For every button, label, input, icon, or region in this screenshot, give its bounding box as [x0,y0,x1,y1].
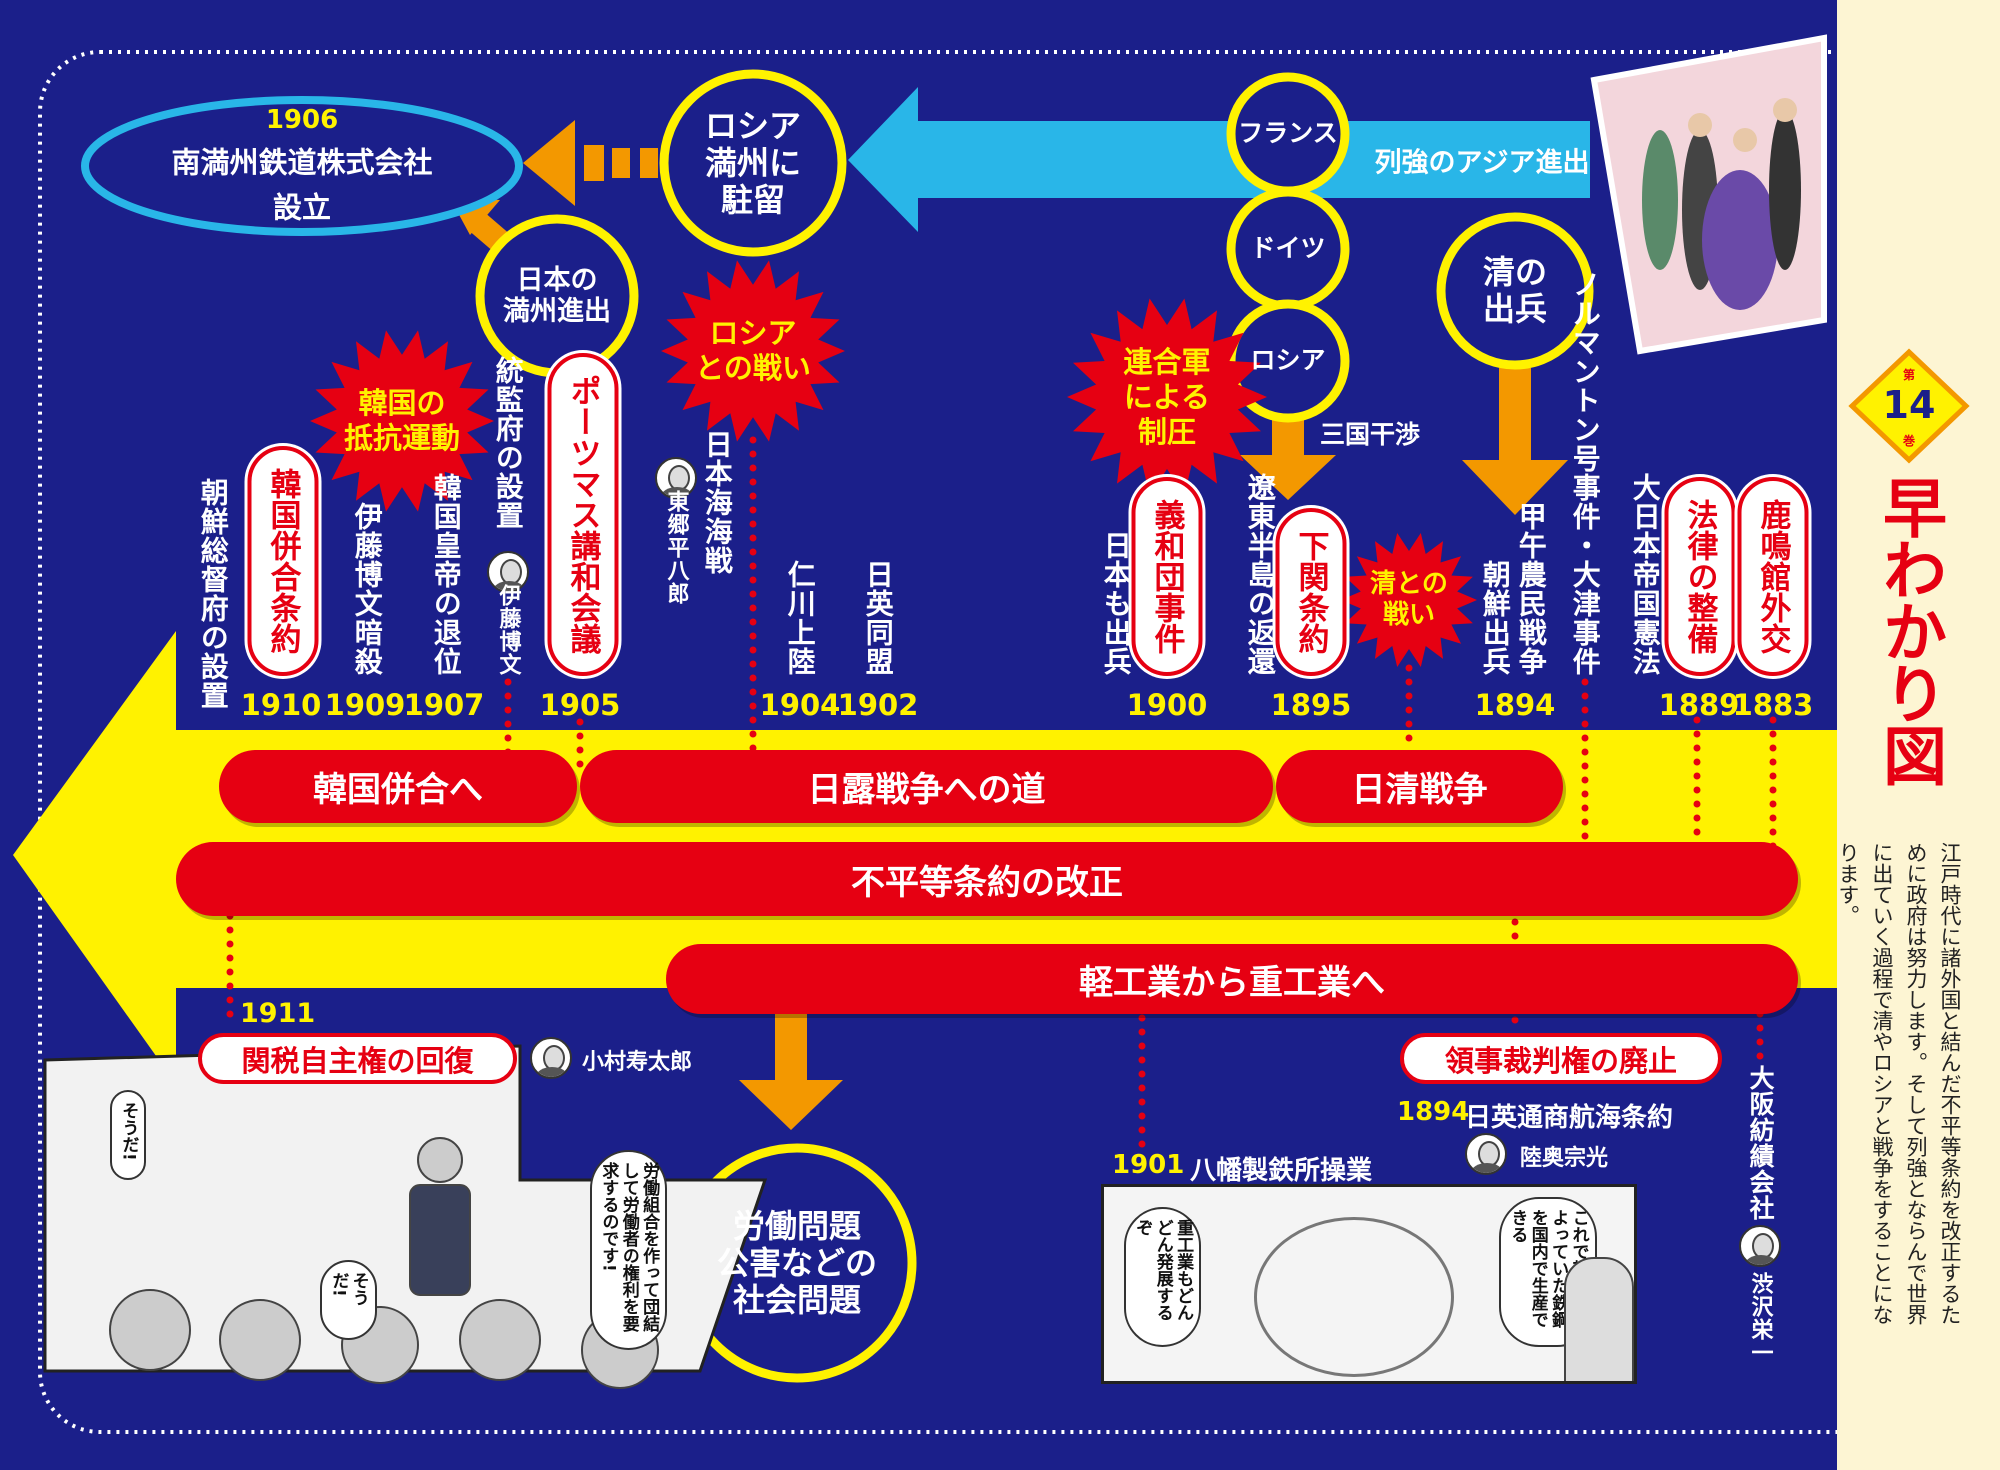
bar-russo-war-road: 日露戦争への道 [580,750,1273,823]
volume-suffix: 巻 [1902,434,1916,448]
burst-russia-war [661,260,845,442]
event-boxer: 義和団事件 [1131,477,1203,676]
treaty-year: 1894 [1397,1097,1470,1127]
japan-manchuria-label: 日本の満州進出 [503,264,611,327]
komura-name: 小村寿太郎 [582,1050,693,1075]
togo-portrait-icon [655,457,697,499]
speech-bubble: 労働組合を作って団結して労働者の権利を要求するのです! [590,1150,668,1350]
osaka-spinning: 大阪紡績会社 [1746,1065,1776,1221]
page-title: 早わかり図 [1872,475,1946,785]
event-portsmouth: ポーツマス講和会議 [547,353,619,676]
railway-established: 設立 [272,190,332,225]
event-rokumeikan: 鹿鳴館外交 [1737,477,1809,676]
volume-prefix: 第 [1902,368,1916,382]
year-label: 1909 [324,688,406,722]
speech-bubble: そうだ! [320,1260,377,1340]
year-label: 1900 [1126,688,1208,722]
circle-russia-manchuria [659,69,847,257]
bar-sino-war: 日清戦争 [1276,750,1563,823]
anglo-treaty: 日英通商航海条約 [1465,1103,1674,1133]
event-japan-troops: 日本も出兵 [1099,531,1133,676]
qing-troops-label: 清の出兵 [1482,253,1548,328]
russia-war-label: ロシアとの戦い [695,316,811,385]
circle-russia [1226,299,1350,423]
russia-label: ロシア [1250,345,1326,375]
tariff-autonomy: 関税自主権の回復 [198,1033,517,1084]
bar-treaty-revision: 不平等条約の改正 [176,842,1798,916]
down-arrow [1462,368,1568,515]
bar-korea-annex: 韓国併合へ [219,750,577,823]
mutsu-portrait-icon [1465,1133,1507,1175]
ito-name: 伊藤博文 [495,584,521,676]
volume-number: 14 [1882,383,1936,427]
description: 江戸時代に諸外国と結んだ不平等条約を改正するために政府は努力します。そして列強と… [1836,842,1962,1325]
event-governor-general: 朝鮮総督府の設置 [196,478,230,710]
germany-label: ドイツ [1250,233,1326,263]
mutsu-name: 陸奥宗光 [1520,1146,1609,1171]
event-normanton: ノルマントン号事件・大津事件 [1568,270,1602,676]
year-label: 1889 [1658,688,1740,722]
tariff-year: 1911 [240,998,316,1029]
volume-badge-shape [1848,348,1970,464]
event-emperor-abdication: 韓国皇帝の退位 [429,473,463,676]
event-korea-troops: 朝鮮出兵 [1478,560,1512,676]
event-ito-assassination: 伊藤博文暗殺 [350,502,384,676]
event-incheon: 仁川上陸 [783,560,817,676]
yawata-year: 1901 [1112,1150,1185,1180]
ito-portrait-icon [487,551,529,593]
year-label: 1894 [1474,688,1556,722]
event-legal-reform: 法律の整備 [1664,477,1736,676]
speech-bubble: そうだ! [110,1090,147,1180]
allied-suppression-label: 連合軍による制圧 [1123,344,1211,449]
manga-panel-right: これで輸入にたよっていた鉄鋼を国内で生産できる 重工業もどんどん発展するぞ [1101,1184,1637,1384]
burst-allied [1067,298,1267,496]
bar-industry: 軽工業から重工業へ [666,944,1798,1014]
event-annexation-treaty: 韓国併合条約 [247,446,319,676]
speech-bubble: 重工業もどんどん発展するぞ [1124,1207,1202,1347]
event-liaodong: 遼東半島の返還 [1243,473,1277,676]
event-donghak: 甲午農民戦争 [1514,502,1548,676]
burst-qing-war [1341,533,1477,667]
year-label: 1902 [837,688,919,722]
labor-problems-label: 労働問題公害などの社会問題 [716,1206,878,1319]
year-label: 1907 [403,688,485,722]
year-label: 1895 [1270,688,1352,722]
railway-year: 1906 [265,105,339,136]
down-arrow [1240,418,1336,500]
burst-korea-resistance [310,330,494,512]
asia-advance-label: 列強のアジア進出 [1374,147,1590,179]
korea-resistance-label: 韓国の抵抗運動 [343,386,461,455]
shibusawa-portrait-icon [1739,1225,1781,1267]
togo-name: 東郷平八郎 [663,490,689,605]
event-shimonoseki: 下関条約 [1275,508,1347,676]
event-tsushima: 日本海海戦 [700,430,734,575]
qing-war-label: 清との戦い [1370,568,1448,630]
shibusawa-name: 渋沢栄一 [1747,1272,1773,1364]
powers-arrow [848,87,1590,232]
event-alliance: 日英同盟 [861,560,895,676]
manga-panel-left [43,1044,768,1373]
russia-manchuria-label: ロシア満州に駐留 [704,106,802,219]
event-resident-general: 統監府の設置 [491,356,525,530]
komura-portrait-icon [530,1037,572,1079]
machine-illustration [1254,1217,1454,1377]
worker-figure [1564,1257,1634,1381]
circle-qing [1436,212,1594,370]
railway-title: 南満州鉄道株式会社 [171,145,433,180]
orange-dashed-arrow [523,120,658,206]
france-label: フランス [1238,118,1338,148]
year-label: 1883 [1732,688,1814,722]
event-constitution: 大日本帝国憲法 [1628,473,1662,676]
year-label: 1910 [240,688,322,722]
railway-ellipse [81,96,523,236]
year-label: 1904 [759,688,841,722]
extraterritoriality-abolition: 領事裁判権の廃止 [1400,1033,1722,1084]
yawata-steel: 八幡製鉄所操業 [1190,1156,1373,1186]
year-label: 1905 [539,688,621,722]
triple-intervention: 三国干渉 [1320,420,1421,449]
down-arrow [739,1014,843,1130]
